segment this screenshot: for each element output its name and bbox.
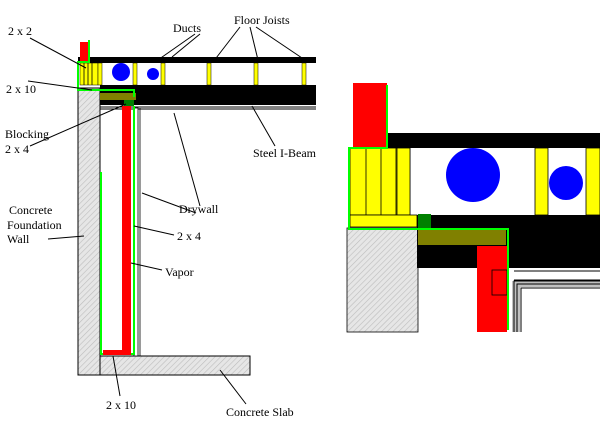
floor-joist	[301, 62, 307, 86]
label-ducts: Ducts	[173, 21, 201, 35]
label-2x4: 2 x 4	[177, 229, 201, 243]
floor-joist	[97, 62, 103, 86]
detail-view	[346, 83, 600, 333]
detail-joist	[396, 147, 411, 216]
label-foundation: Foundation	[7, 218, 62, 232]
label-concrete-slab: Concrete Slab	[226, 405, 294, 419]
labels: 2 x 2 Ducts Floor Joists 2 x 10 Blocking…	[5, 13, 317, 419]
detail-two-by-two	[353, 83, 387, 148]
main-section	[77, 40, 316, 376]
detail-floor-deck	[388, 133, 600, 148]
detail-vapor-outline	[348, 85, 509, 330]
detail-duct-large	[446, 148, 500, 202]
stud-2x4	[122, 106, 131, 350]
steel-i-beam	[100, 85, 316, 105]
label-steel-i-beam: Steel I-Beam	[253, 146, 317, 160]
label-2x10-top: 2 x 10	[6, 82, 36, 96]
floor-joist	[206, 62, 212, 86]
floor-joist	[253, 62, 259, 86]
label-vapor: Vapor	[165, 265, 194, 279]
floor-deck	[78, 57, 316, 63]
label-concrete: Concrete	[9, 203, 52, 217]
detail-plate	[349, 214, 418, 228]
label-floor-joists: Floor Joists	[234, 13, 290, 27]
bottom-plate-2x10	[103, 350, 131, 355]
detail-drywall-face	[520, 287, 600, 332]
concrete-slab	[99, 355, 251, 376]
label-drywall: Drywall	[179, 202, 219, 216]
label-blocking-size: 2 x 4	[5, 142, 29, 156]
detail-blocking	[418, 230, 506, 245]
leader-lines	[27, 26, 306, 405]
blocking-2x4	[100, 93, 136, 100]
detail-joist	[585, 147, 600, 216]
label-2x2: 2 x 2	[8, 24, 32, 38]
label-blocking: Blocking	[5, 127, 49, 141]
label-wall: Wall	[7, 232, 30, 246]
concrete-foundation-wall	[77, 87, 101, 376]
vapor-outline-top	[77, 40, 135, 97]
blocking-cap	[124, 100, 134, 106]
detail-joist	[534, 147, 549, 216]
duct-small	[147, 68, 159, 80]
two-by-two-plate	[80, 42, 89, 61]
floor-joist	[160, 62, 166, 86]
label-2x10-bottom: 2 x 10	[106, 398, 136, 412]
duct-large	[112, 63, 130, 81]
detail-duct-small	[549, 166, 583, 200]
detail-blocking-cap	[418, 214, 431, 230]
floor-joist	[132, 62, 138, 86]
detail-concrete-wall	[346, 227, 419, 333]
